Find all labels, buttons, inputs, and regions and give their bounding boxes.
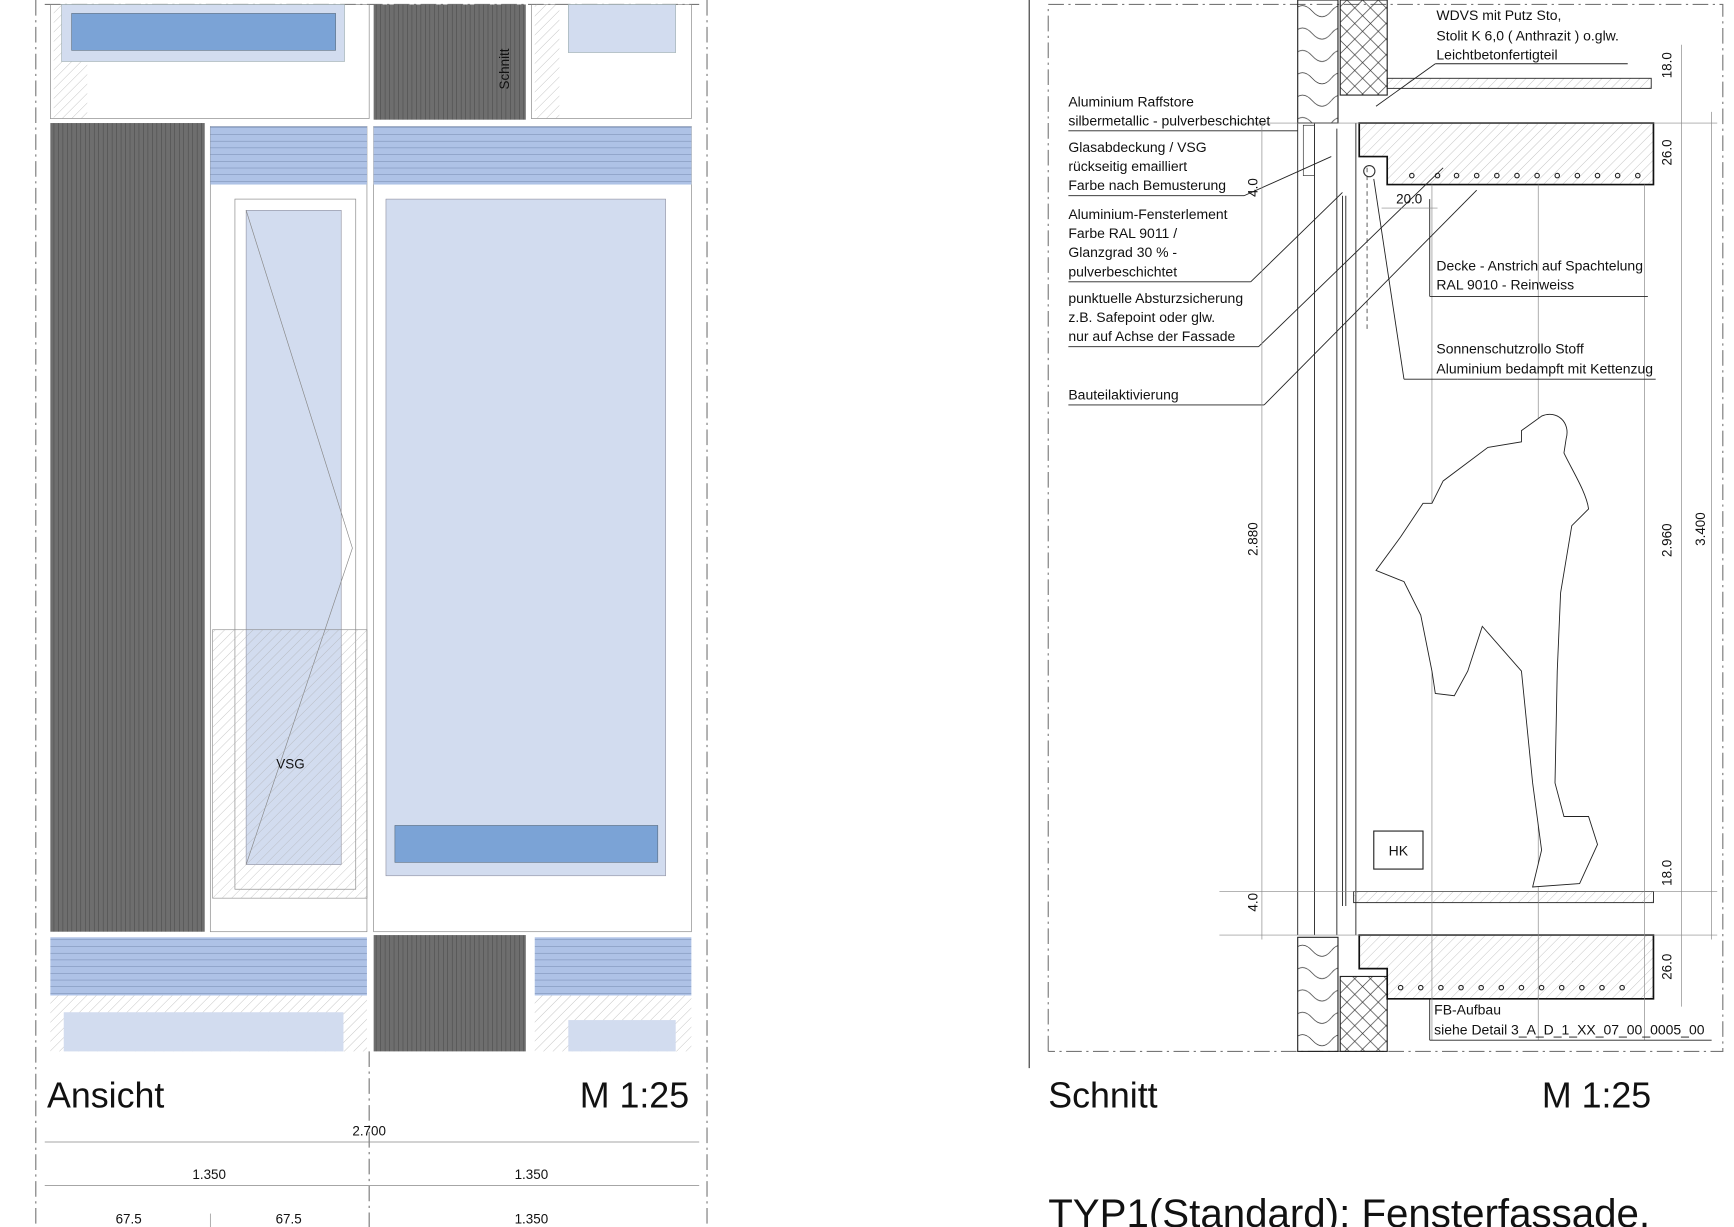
dim-window-height: 2.880 (1245, 522, 1260, 556)
elevation-title: Ansicht (47, 1075, 164, 1115)
precast-lower (1339, 975, 1388, 1052)
dim-clear-height: 2.960 (1659, 523, 1674, 557)
glass-pane (568, 4, 676, 53)
floor-slab-lower (1358, 934, 1655, 1000)
sheet-caption: TYP1(Standard): Fensterfassade, (1048, 1191, 1650, 1227)
dim-sub-c: 1.350 (515, 1212, 549, 1227)
raffstore-louvre (50, 937, 367, 996)
floor-build-up-lower (1353, 891, 1654, 904)
dim-storey-height: 3.400 (1693, 512, 1708, 546)
rebar-dots (1409, 172, 1641, 179)
section-frame (1047, 3, 1724, 1052)
section-scale: M 1:25 (1542, 1075, 1651, 1115)
label-wdvs: WDVS mit Putz Sto,Stolit K 6,0 ( Anthraz… (1436, 7, 1618, 62)
dim-half-left: 1.350 (192, 1167, 226, 1182)
section-title: Schnitt (1048, 1075, 1157, 1115)
section-dimensions: 18.0 26.0 2.960 3.400 18.0 26.0 4.0 2.88… (1245, 44, 1712, 1007)
roller-blind-tube (1363, 164, 1376, 178)
dim-total: 2.700 (352, 1123, 386, 1138)
dim-bottom-slab: 26.0 (1659, 954, 1674, 980)
dark-cladding-panel (373, 4, 526, 120)
vsg-label: VSG (276, 756, 304, 771)
hatch-strip (534, 4, 560, 119)
blue-spandrel (71, 13, 336, 51)
dim-left-bottom: 4.0 (1245, 893, 1260, 912)
section-view: HK WDVS mit Putz Sto,Stolit K 6,0 ( Anth… (1047, 0, 1724, 1115)
section-marker-label: Schnitt (497, 48, 512, 89)
floor-build-up-upper (1386, 77, 1652, 89)
raffstore-louvre-left (210, 126, 367, 185)
label-bauteilaktivierung: Bauteilaktivierung (1068, 386, 1178, 402)
raffstore-louvre-right (373, 126, 692, 185)
dim-half-right: 1.350 (515, 1167, 549, 1182)
dim-top-floor: 18.0 (1659, 52, 1674, 78)
dim-sub-b: 67.5 (276, 1212, 302, 1227)
raffstore-pack (1302, 124, 1315, 176)
radiator-box (1373, 830, 1424, 870)
dim-bottom-floor: 18.0 (1659, 860, 1674, 886)
person-silhouette (1375, 414, 1598, 888)
radiator-label: HK (1389, 843, 1409, 859)
leader-lines (1068, 63, 1712, 1041)
raffstore-louvre (534, 937, 692, 996)
dim-offset: 20.0 (1396, 192, 1422, 207)
elevation-view: Schnitt VSG Ansicht M 1:25 2.7 (35, 0, 708, 1227)
window-element (1297, 123, 1376, 936)
insulation-lower (1297, 936, 1339, 1052)
dim-left-top: 4.0 (1245, 178, 1260, 197)
glass-pane-fixed (385, 198, 666, 877)
vsg-panel (212, 629, 368, 899)
dark-cladding-panel (50, 123, 205, 932)
dim-top-slab: 26.0 (1659, 139, 1674, 165)
dark-cladding-panel (373, 935, 526, 1052)
dim-sub-a: 67.5 (116, 1212, 142, 1227)
elevation-dimensions: 2.700 1.350 1.350 67.5 67.5 1.350 (44, 1123, 700, 1227)
glass-pane (568, 1020, 676, 1052)
ceiling-slab-upper (1358, 122, 1655, 186)
rebar-dots (1397, 984, 1625, 991)
glass-pane (63, 1012, 344, 1052)
blue-spandrel (394, 825, 659, 863)
elevation-scale: M 1:25 (580, 1075, 689, 1115)
precast-upper (1339, 0, 1388, 96)
insulation-upper (1297, 0, 1339, 124)
